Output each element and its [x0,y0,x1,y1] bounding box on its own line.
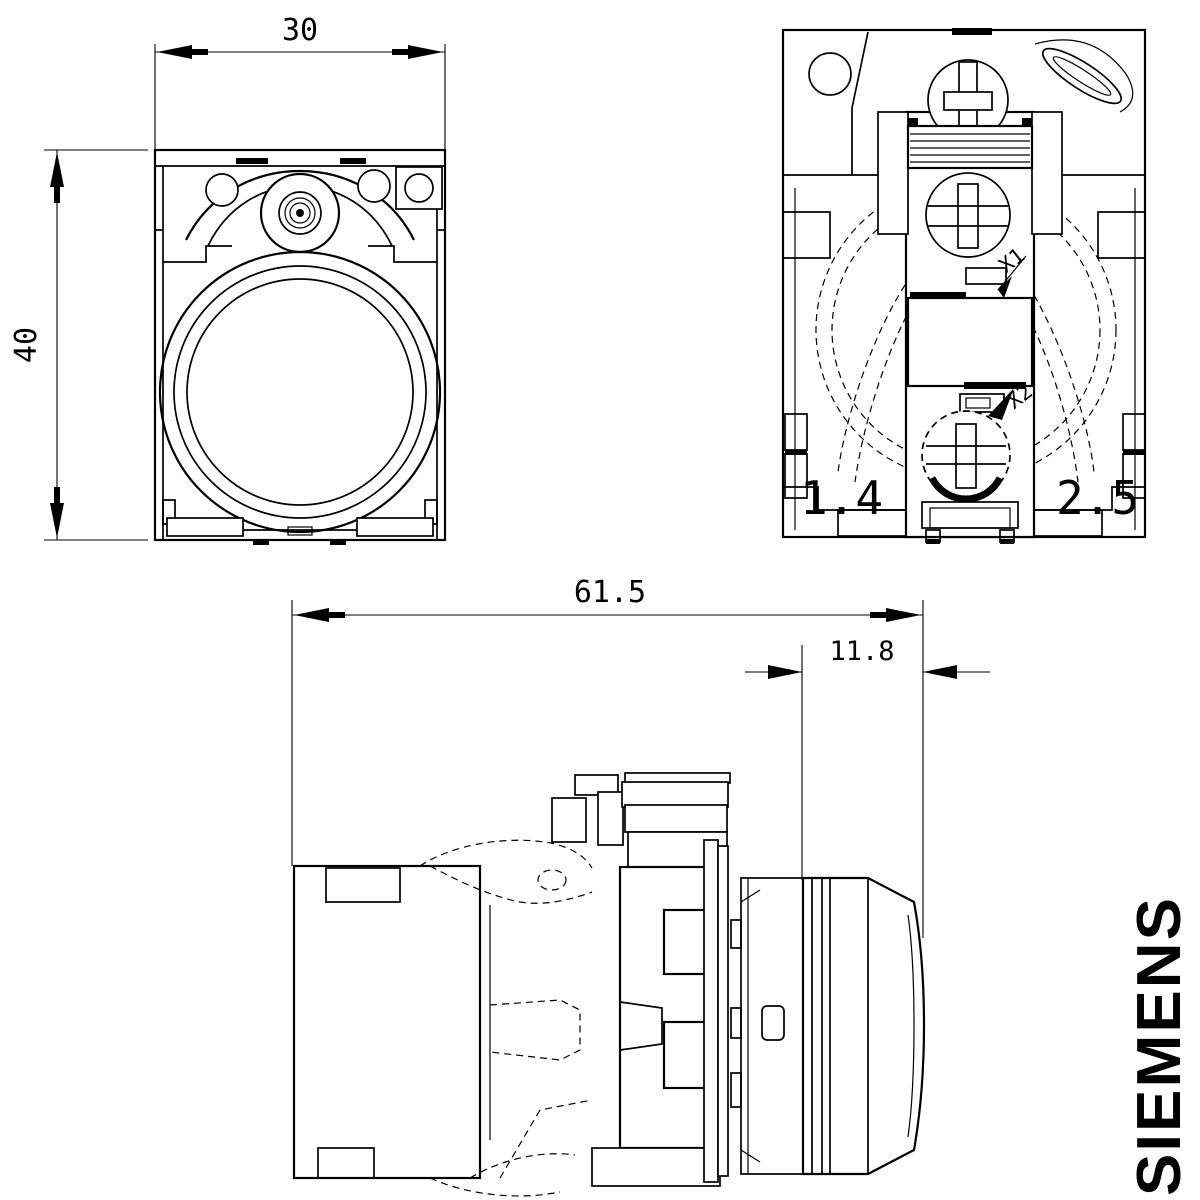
rear-bottom-tab [921,501,1019,544]
rear-cam-slot [1034,39,1134,113]
front-lens [158,250,442,534]
bezel-depth-dimension: 11.8 [745,636,990,880]
side-bezel [801,876,926,1176]
front-left-hole [205,173,239,207]
side-depth-dimension: 61.5 [291,575,924,938]
side-depth-dimension-label: 61.5 [574,575,646,610]
arrowhead [157,45,192,59]
mounting-arch [185,170,415,241]
arrowhead [50,152,64,187]
front-width-dimension: 30 [154,13,446,150]
rear-middle-screw [925,172,1011,258]
front-bottom-tabs [162,499,438,545]
arrowhead [408,45,443,59]
arrowhead [50,503,64,538]
front-view-drawing [153,148,447,545]
front-height-dimension-label: 40 [9,327,44,363]
rear-clamp [906,118,1034,170]
terminal-number-left: 1.4 [800,471,883,525]
front-right-hole [357,169,391,203]
side-left-block [292,864,482,1180]
front-width-dimension-label: 30 [282,13,318,48]
front-height-dimension: 40 [9,149,148,541]
terminal-number-right: 2.5 [1056,471,1139,525]
arrowhead [768,665,802,679]
rear-bottom-screw [921,410,1011,503]
rear-view-drawing: X1 X2 1.4 2.5 [781,28,1147,544]
rear-collar-circle [815,179,1117,481]
arrowhead [923,665,957,679]
rear-top-screw [927,59,1009,141]
siemens-logo: SIEMENS [1125,896,1194,1196]
side-mounting-plate [703,839,729,1183]
front-center-screw [259,172,341,254]
rear-top-left-hole [808,52,852,96]
arrowhead [886,608,921,622]
side-view-drawing [292,772,926,1197]
bezel-depth-dimension-label: 11.8 [829,636,894,667]
arrowhead [294,608,329,622]
side-collar [730,877,804,1175]
